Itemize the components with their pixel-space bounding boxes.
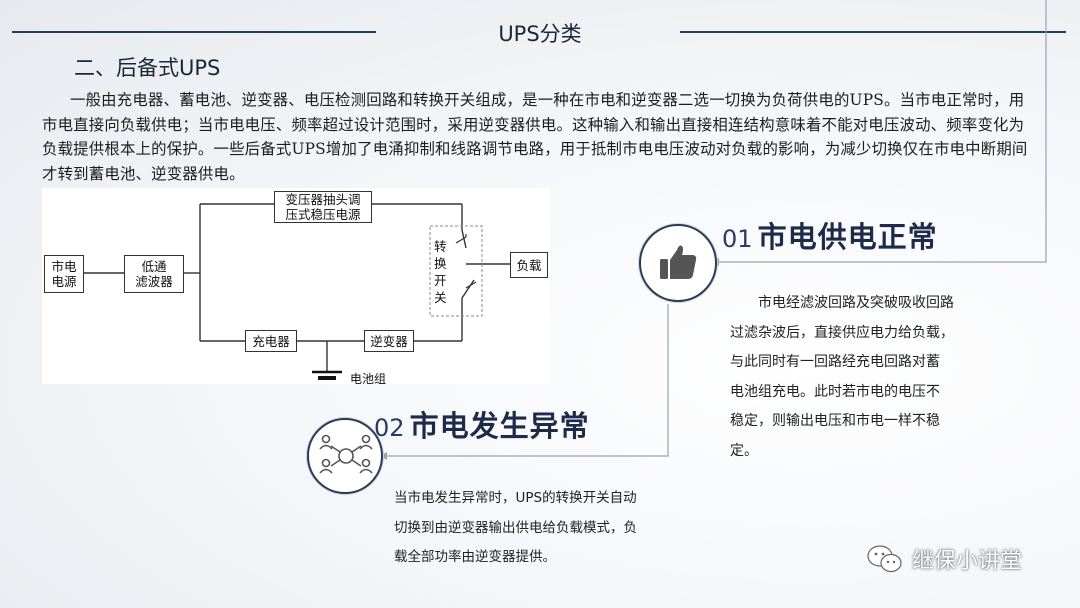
item2-title: 市电发生异常 [409,409,590,443]
header-rule-right [680,31,1066,33]
switch-char-2: 换 [434,256,447,271]
lowpass-filter-box: 低通滤波器 [124,255,184,293]
item2-line: 切换到由逆变器输出供电给负载模式，负 [394,519,637,536]
watermark: 继保小讲堂 [866,543,1022,575]
item1-line: 与此同时有一回路经充电回路对蓄 [730,354,940,370]
mains-label-2: 电源 [51,274,77,289]
item2-description: 当市电发生异常时，UPS的转换开关自动 切换到由逆变器输出供电给负载模式，负 载… [394,484,714,573]
item1-title: 市电供电正常 [757,220,938,254]
header-rule-left [12,31,376,33]
item2-line: 载全部功率由逆变器提供。 [394,549,556,565]
item1-line: 电池组充电。此时若市电的电压不 [730,383,940,400]
diagram-wires [84,203,510,380]
transfer-switch-label: 转 换 开 关 [434,238,448,306]
filter-label-2: 滤波器 [135,274,173,289]
wechat-icon [867,545,902,573]
thumbs-up-icon [660,245,697,279]
item1-number: 01 [722,225,753,253]
item1-line: 定。 [730,442,758,459]
intro-paragraph: 一般由充电器、蓄电池、逆变器、电压检测回路和转换开关组成，是一种在市电和逆变器二… [42,91,1028,183]
charger-label: 充电器 [252,333,290,349]
transformer-label-2: 压式稳压电源 [285,207,361,222]
item2-number: 02 [374,414,405,442]
item1-heading: 01 市电供电正常 [722,214,938,256]
network-users-badge [307,418,383,494]
network-users-icon [319,434,373,474]
battery-label: 电池组 [350,372,387,386]
switch-char-1: 转 [434,239,447,254]
ups-circuit-diagram: 市电电源 低通滤波器 变压器抽头调压式稳压电源 转 换 开 关 负载 充电器 逆… [42,188,550,386]
transformer-label-1: 变压器抽头调 [285,192,361,207]
switch-char-4: 关 [434,290,447,305]
inverter-box: 逆变器 [364,330,414,352]
item2-heading: 02 市电发生异常 [374,403,590,445]
item1-line: 过滤杂波后，直接供应电力给负载， [730,324,954,341]
item1-description: 市电经滤波回路及突破吸收回路 过滤杂波后，直接供应电力给负载， 与此同时有一回路… [730,289,1060,466]
item1-line: 稳定，则输出电压和市电一样不稳 [730,413,940,429]
charger-box: 充电器 [245,330,297,352]
mains-box: 市电电源 [44,255,84,293]
switch-char-3: 开 [434,273,447,288]
mains-label-1: 市电 [51,259,77,274]
inverter-label: 逆变器 [370,333,408,349]
thumbs-up-badge [639,224,717,302]
load-box: 负载 [510,252,548,278]
item2-line: 当市电发生异常时，UPS的转换开关自动 [394,490,637,506]
transformer-regulator-box: 变压器抽头调压式稳压电源 [274,191,372,223]
filter-label-1: 低通 [141,259,167,274]
slide-title: UPS分类 [498,22,582,46]
item1-line: 市电经滤波回路及突破吸收回路 [758,295,954,311]
section-heading: 二、后备式UPS [74,56,221,80]
load-label: 负载 [516,257,542,273]
watermark-text: 继保小讲堂 [912,549,1023,574]
